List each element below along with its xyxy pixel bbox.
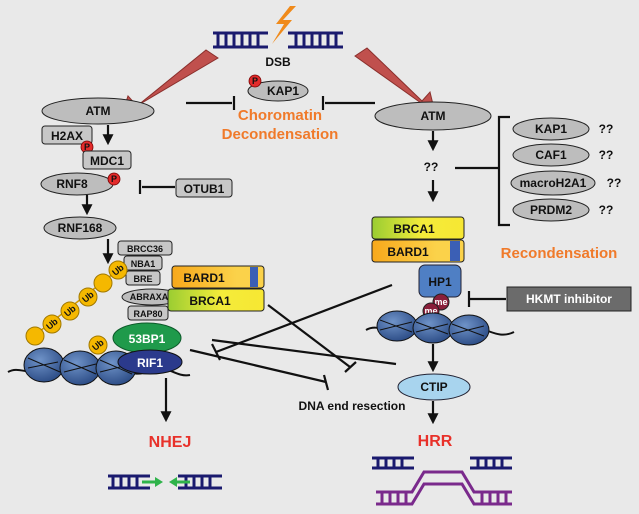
hrr-dna: [372, 456, 512, 506]
dsb-dna-right: [288, 31, 343, 49]
brcc36-box: [117, 240, 173, 256]
kap1-center-pill: [247, 80, 309, 102]
h2ax-box: [41, 125, 93, 145]
brca1-right-box: [371, 216, 465, 240]
ctip-label: CTIP: [420, 380, 447, 394]
dsb-label: DSB: [265, 55, 291, 69]
atm-left-label: ATM: [85, 104, 110, 118]
recondensation-label: Recondensation: [501, 245, 618, 262]
hkmt-inhibitor-label: HKMT inhibitor: [526, 292, 612, 306]
bre-label: BRE: [133, 274, 152, 284]
svg-text:me: me: [434, 297, 447, 307]
chromatin-label-line1: Choromatin: [238, 107, 322, 124]
otub1-box: [175, 178, 233, 198]
candidate-list: KAP1 ?? CAF1 ?? macroH2A1 ?? PRDM2 ??: [510, 117, 622, 222]
hp1-label: HP1: [428, 275, 452, 289]
bard1-left-label: BARD1: [183, 271, 225, 285]
rnf8-label: RNF8: [56, 177, 88, 191]
rnf168-label: RNF168: [58, 221, 103, 235]
nhej-label: NHEJ: [149, 434, 192, 451]
dna-end-resection-label: DNA end resection: [299, 399, 406, 413]
atm-right-label: ATM: [420, 109, 445, 123]
phospho-label: P: [84, 142, 90, 152]
candidate-prdm2-label: PRDM2: [530, 203, 572, 217]
dsb-dna-left: [213, 31, 268, 49]
chromatin-label-line2: Decondensation: [222, 126, 339, 143]
kap1-center-label: KAP1: [267, 84, 299, 98]
phospho-label: P: [111, 174, 117, 184]
rap80-label: RAP80: [133, 309, 162, 319]
hrr-label: HRR: [418, 433, 453, 450]
phospho-label: P: [252, 76, 258, 86]
bard1-right-label: BARD1: [387, 245, 429, 259]
bard1-right-box: [371, 239, 465, 263]
mdc1-box: [82, 150, 132, 170]
svg-text:??: ??: [599, 122, 614, 136]
rap80-box: [127, 305, 169, 321]
ubiquitin-chain: Ub Ub Ub Ub Ub: [25, 260, 128, 355]
svg-text:??: ??: [599, 203, 614, 217]
abraxas-label: ABRAXAS: [130, 292, 175, 302]
svg-text:??: ??: [607, 176, 622, 190]
h2ax-label: H2AX: [51, 129, 83, 143]
brca1-right-label: BRCA1: [393, 222, 435, 236]
53bp1-label: 53BP1: [129, 332, 166, 346]
candidate-kap1-label: KAP1: [535, 122, 567, 136]
nba1-label: NBA1: [131, 259, 156, 269]
mdc1-label: MDC1: [90, 154, 124, 168]
svg-text:??: ??: [599, 148, 614, 162]
brca1-left-box: [167, 288, 265, 312]
atm-right-pill: [374, 101, 492, 131]
svg-text:me: me: [424, 306, 437, 316]
rnf168-pill: [43, 216, 117, 240]
rif1-pill: [117, 349, 183, 375]
bard1-left-domain: [250, 267, 258, 287]
bre-box: [125, 270, 161, 286]
brca1-left-label: BRCA1: [189, 294, 231, 308]
right-nucleosomes: [365, 310, 515, 346]
unknown-factor-label: ??: [424, 160, 439, 174]
bard1-left-box: [171, 265, 265, 289]
ctip-pill: [397, 373, 471, 401]
candidate-macroh2a1-label: macroH2A1: [520, 176, 587, 190]
atm-left-pill: [41, 97, 155, 125]
otub1-label: OTUB1: [184, 182, 225, 196]
phospho-icon: [107, 172, 121, 186]
rif1-label: RIF1: [137, 356, 163, 370]
brcc36-label: BRCC36: [127, 244, 163, 254]
phospho-icon: [248, 74, 262, 88]
lightning-bolt-icon: [272, 6, 296, 44]
nhej-dna: [108, 474, 222, 490]
hkmt-inhibitor-box: [506, 286, 632, 312]
candidate-caf1-label: CAF1: [535, 148, 567, 162]
